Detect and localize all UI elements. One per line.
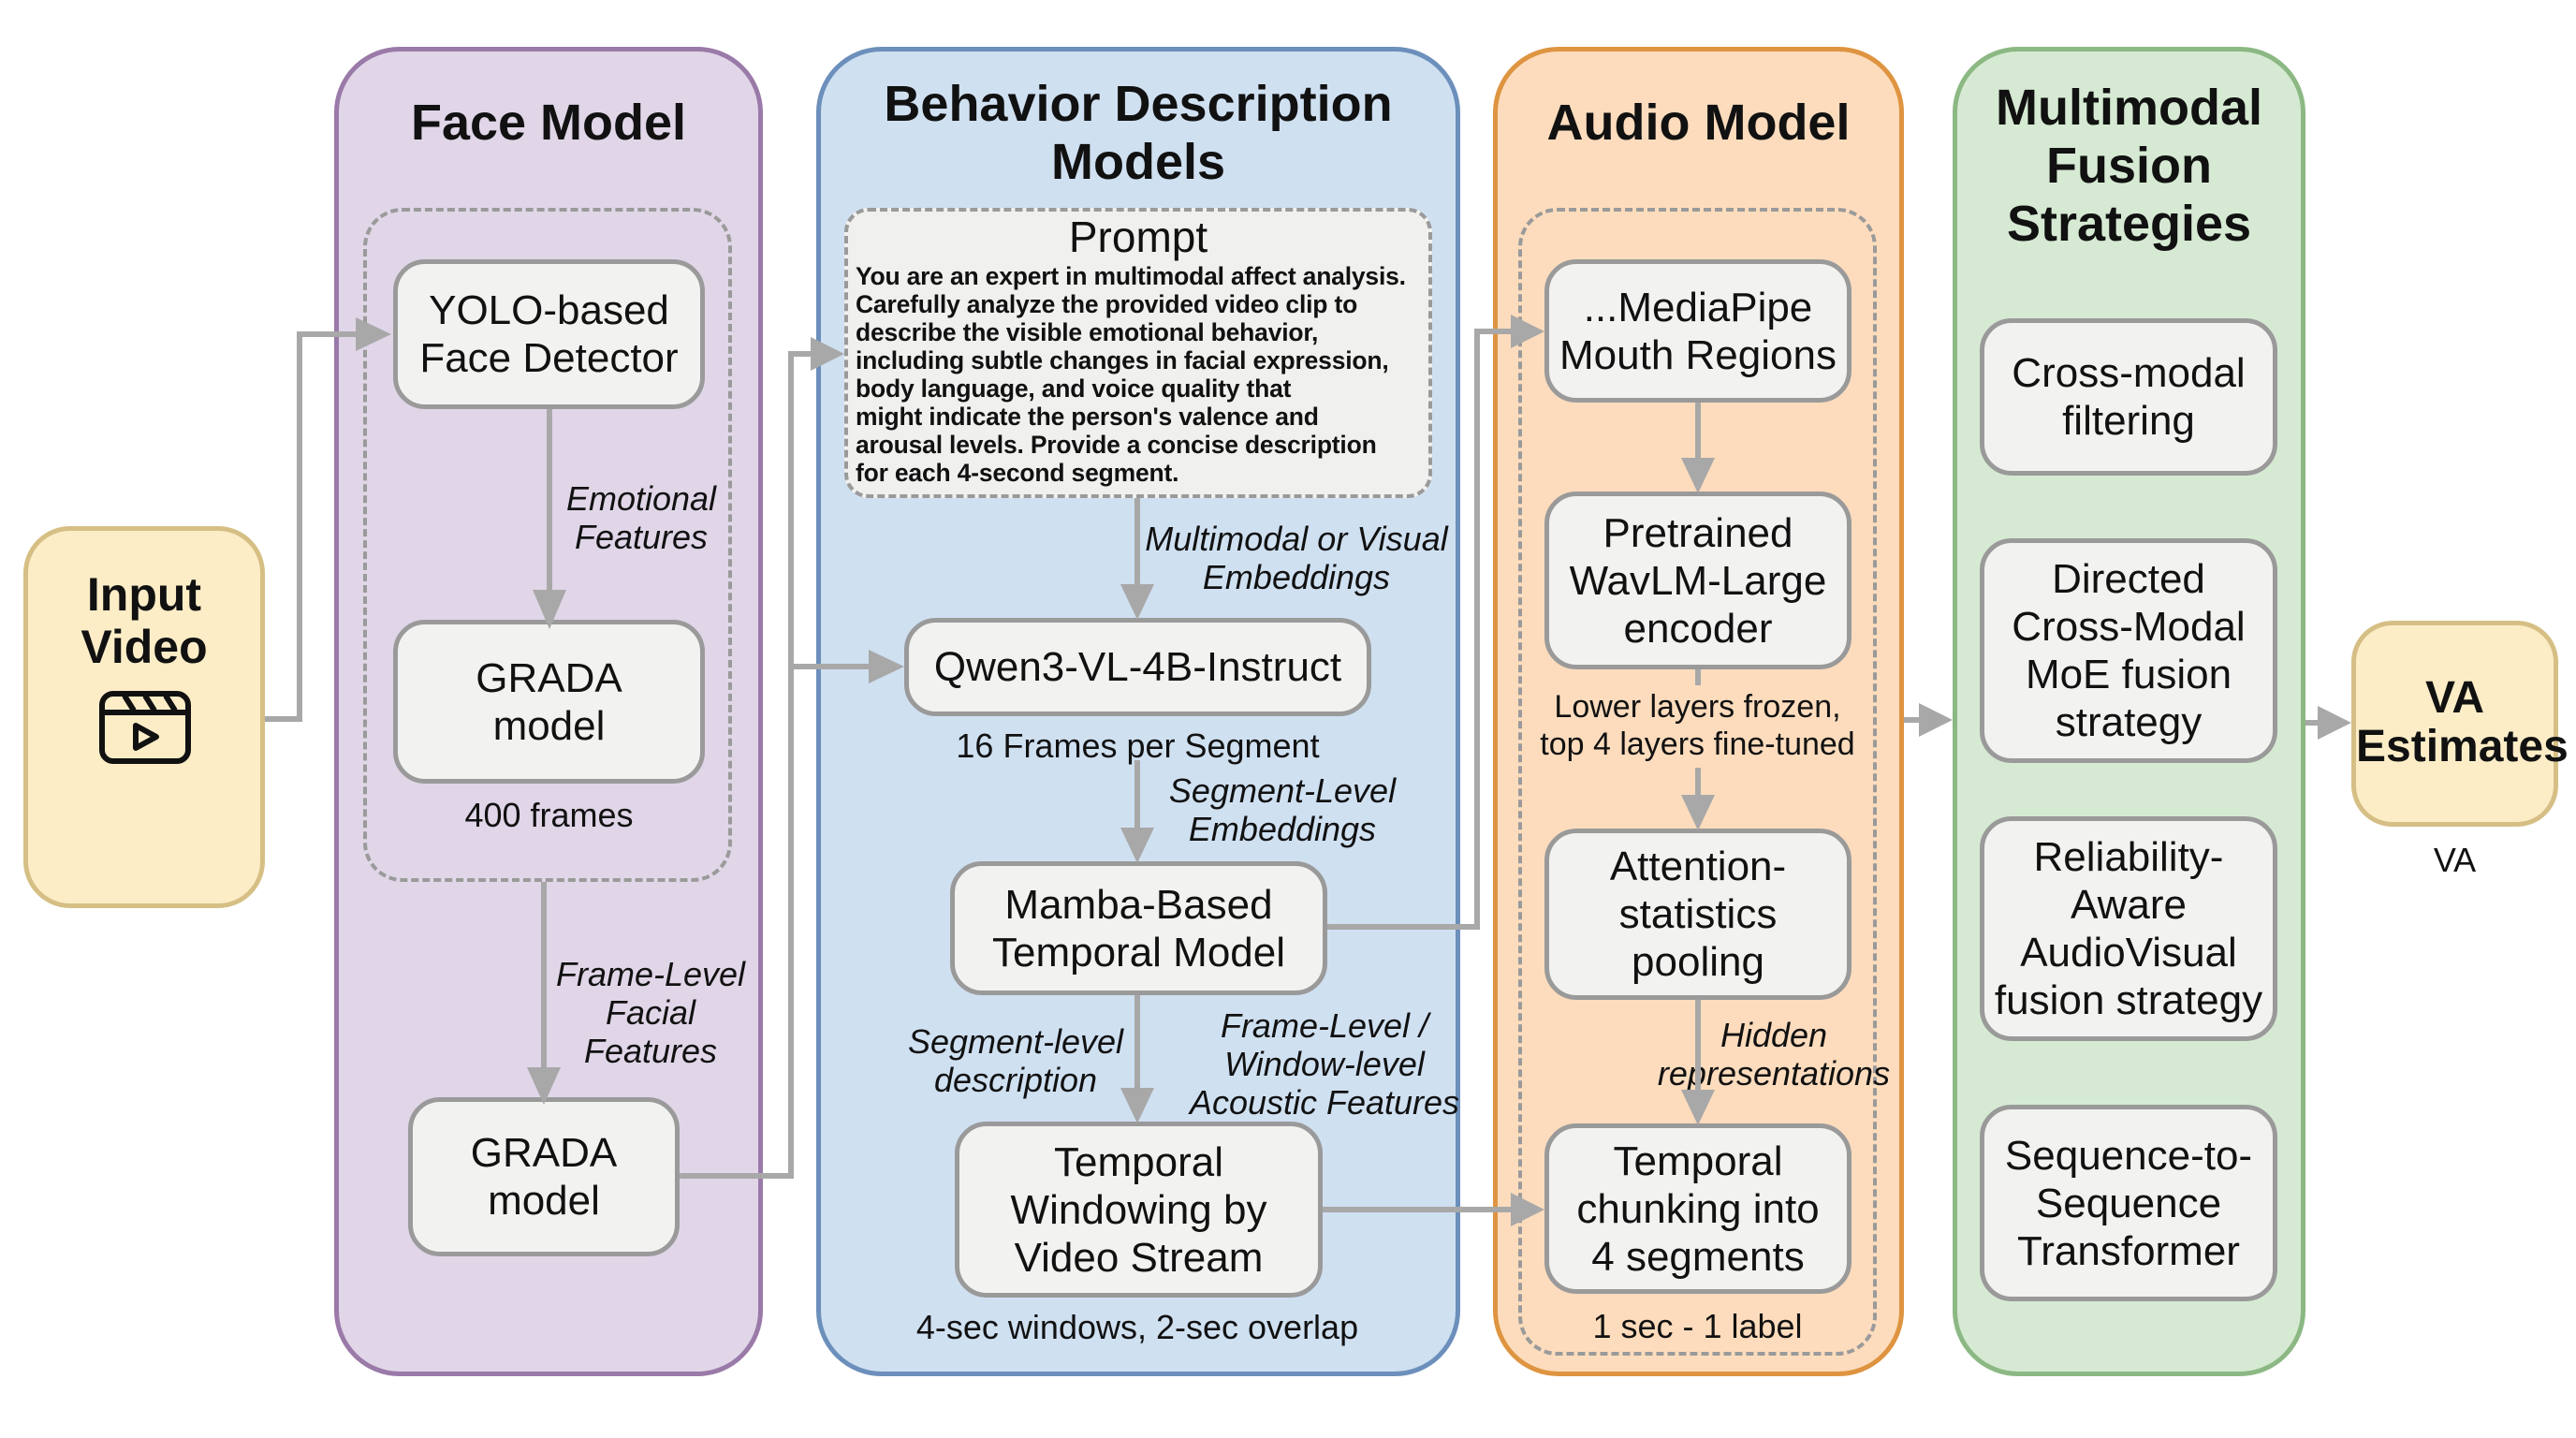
behavior-description-title: Behavior Description Models: [884, 76, 1393, 190]
arrowhead: [527, 1067, 561, 1105]
acoustic-features-label: Frame-Level / Window-level Acoustic Feat…: [1189, 1006, 1460, 1122]
attention-statistics-pooling: Attention- statistics pooling: [1544, 829, 1852, 1000]
arrowhead: [1681, 1090, 1715, 1125]
audio-pipeline-group: [1518, 208, 1877, 1356]
emotional-features-label: Emotional Features: [565, 479, 717, 556]
face-detection-group: [363, 208, 732, 882]
arrowhead: [1919, 703, 1953, 737]
fusion-strategies-title: Multimodal Fusion Strategies: [1996, 80, 2262, 252]
arrowhead: [533, 590, 566, 629]
audio-model-title: Audio Model: [1546, 95, 1851, 151]
prompt-text: You are an expert in multimodal affect a…: [856, 262, 1406, 487]
windows-note: 4-sec windows, 2-sec overlap: [915, 1308, 1359, 1346]
arrowhead: [1681, 458, 1715, 493]
embeddings-label: Multimodal or Visual Embeddings: [1145, 520, 1448, 596]
yolo-face-detector: YOLO-based Face Detector: [393, 259, 705, 409]
arrowhead: [1511, 1193, 1544, 1226]
frame-level-facial-features-label: Frame-Level Facial Features: [555, 955, 746, 1070]
va-estimates-node: VA Estimates: [2351, 621, 2569, 827]
prompt-box: Prompt You are an expert in multimodal a…: [844, 208, 1432, 498]
arrowhead: [1120, 1088, 1154, 1123]
arrowhead: [869, 650, 904, 683]
wavlm-note: Lower layers frozen, top 4 layers fine-t…: [1540, 689, 1855, 762]
face-model-title: Face Model: [410, 95, 687, 151]
arrowhead: [1681, 795, 1715, 830]
arrowhead: [1511, 315, 1544, 348]
arrowhead: [811, 337, 844, 371]
temporal-windowing: Temporal Windowing by Video Stream: [955, 1122, 1323, 1298]
grada-model-bottom: GRADA model: [408, 1097, 680, 1256]
arrowhead: [2318, 706, 2351, 740]
wavlm-encoder: Pretrained WavLM-Large encoder: [1544, 492, 1852, 669]
segment-level-embeddings-label: Segment-Level Embeddings: [1168, 771, 1397, 848]
fusion-strategy-item: Cross-modal filtering: [1980, 318, 2277, 476]
temporal-chunking: Temporal chunking into 4 segments: [1544, 1123, 1852, 1294]
grada-model-top: GRADA model: [393, 620, 705, 784]
fusion-strategy-item: Directed Cross-Modal MoE fusion strategy: [1980, 538, 2277, 763]
qwen-frames-note: 16 Frames per Segment: [956, 726, 1320, 765]
prompt-title: Prompt: [1068, 213, 1208, 261]
edge-mamba-to-mediapipe: [1327, 329, 1515, 930]
fusion-strategy-item: Reliability- Aware AudioVisual fusion st…: [1980, 816, 2277, 1041]
va-note: VA: [2433, 841, 2477, 879]
arrowhead: [1120, 828, 1154, 863]
chunk-note: 1 sec - 1 label: [1592, 1307, 1803, 1345]
input-video-node: Input Video: [23, 526, 265, 908]
input-video-title: Input Video: [80, 568, 208, 673]
qwen-model: Qwen3-VL-4B-Instruct: [904, 618, 1371, 716]
mamba-temporal-model: Mamba-Based Temporal Model: [950, 861, 1327, 995]
va-estimates-title: VA Estimates: [2356, 673, 2569, 771]
arrowhead: [356, 317, 391, 351]
edge-grada-to-prompt: [680, 351, 814, 1179]
edge-input-to-yolo: [265, 331, 356, 722]
arrowhead: [1120, 584, 1154, 620]
video-clapper-icon: [99, 691, 191, 764]
segment-level-description-label: Segment-level description: [907, 1022, 1124, 1099]
face-frames-note: 400 frames: [464, 796, 634, 834]
mediapipe-mouth-regions: ...MediaPipe Mouth Regions: [1544, 259, 1852, 403]
fusion-strategy-item: Sequence-to- Sequence Transformer: [1980, 1105, 2277, 1301]
